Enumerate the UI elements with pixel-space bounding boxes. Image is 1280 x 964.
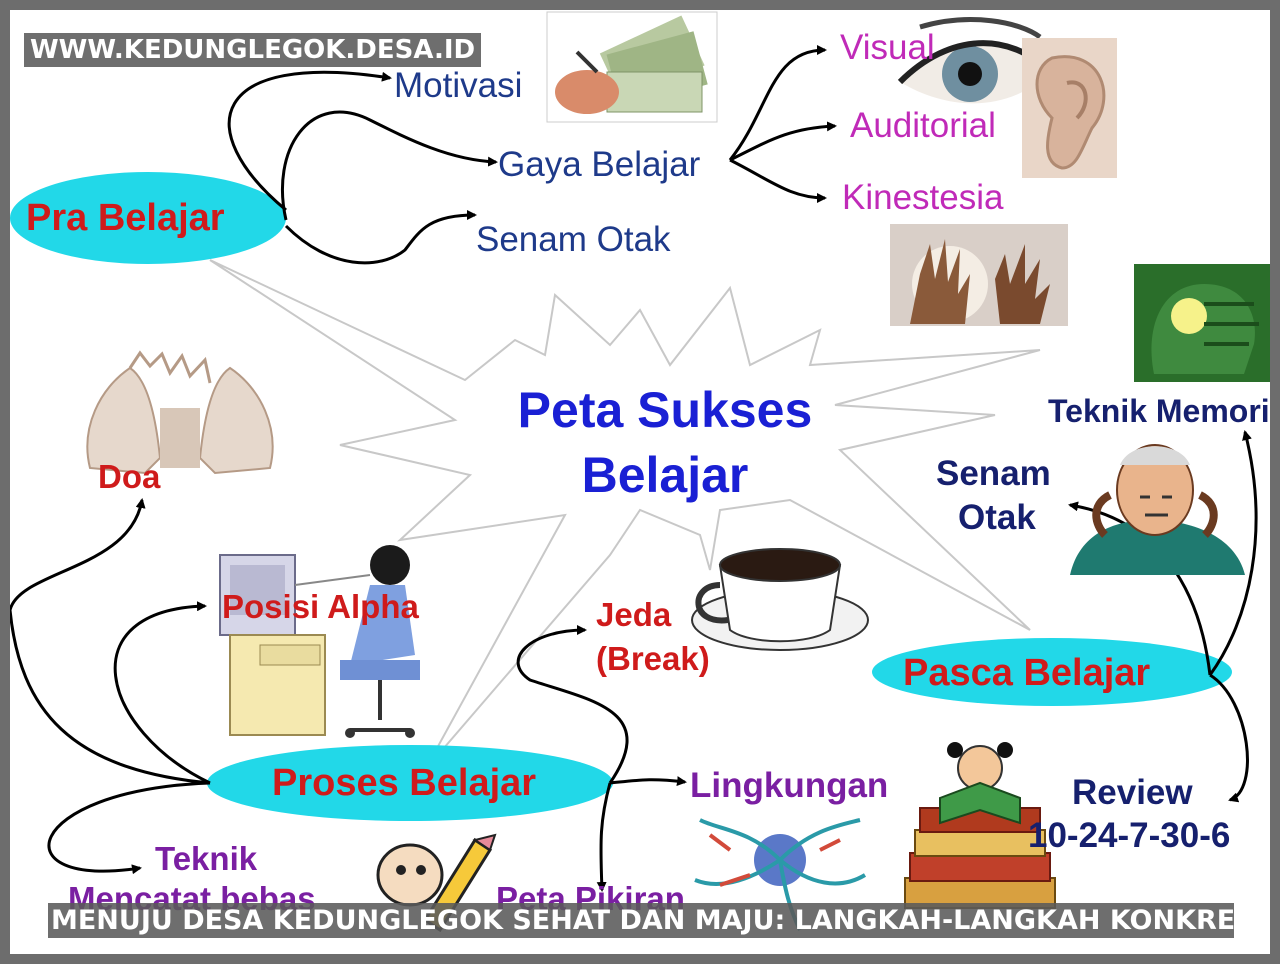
senam-otak-label: Senam Otak: [476, 220, 671, 259]
gaya-belajar-label: Gaya Belajar: [498, 145, 701, 184]
jeda-label-line1: Jeda: [596, 596, 672, 633]
lingkungan-label: Lingkungan: [690, 766, 889, 805]
mind-map-icon: [694, 818, 867, 931]
brain-head-icon: [1134, 264, 1270, 382]
jeda-label-line2: (Break): [596, 640, 710, 677]
center-title-line2: Belajar: [581, 447, 749, 503]
review-label-line2: 10-24-7-30-6: [1028, 816, 1231, 855]
pra-belajar-ellipse: [10, 172, 286, 264]
teknik-memori-label: Teknik Memori: [1048, 393, 1270, 429]
auditorial-label: Auditorial: [850, 106, 996, 145]
pra-belajar-label: Pra Belajar: [26, 197, 225, 239]
hands-light-icon: [890, 224, 1068, 326]
thinking-man-icon: [1070, 444, 1245, 575]
coffee-cup-icon: [691, 548, 869, 651]
pasca-belajar-ellipse: [872, 638, 1232, 706]
center-title-line1: Peta Sukses: [517, 382, 813, 438]
computer-user-icon: [219, 545, 420, 738]
proses-belajar-ellipse: [207, 745, 613, 821]
review-label-line1: Review: [1072, 773, 1193, 812]
motivasi-label: Motivasi: [394, 66, 523, 105]
mind-map-graphics: [10, 11, 1270, 933]
eye-icon: [897, 17, 1053, 104]
proses-belajar-label: Proses Belajar: [272, 762, 537, 804]
doa-label: Doa: [98, 458, 161, 495]
kinestesia-label: Kinestesia: [842, 178, 1004, 217]
pra-belajar-arrows: [227, 45, 837, 265]
proses-belajar-arrows: [10, 498, 687, 892]
money-hand-icon: [546, 11, 718, 123]
senam-otak-pasca-line1: Senam: [936, 454, 1051, 493]
senam-otak-pasca-line2: Otak: [958, 498, 1036, 537]
watermark-banner: WWW.KEDUNGLEGOK.DESA.ID: [24, 33, 482, 67]
ear-icon: [1022, 38, 1117, 178]
caption-banner: MENUJU DESA KEDUNGLEGOK SEHAT DAN MAJU: …: [48, 903, 1234, 938]
posisi-alpha-label: Posisi Alpha: [222, 588, 419, 625]
teknik-label-line1: Teknik: [155, 840, 258, 877]
starburst-shape: [209, 259, 1041, 771]
visual-label: Visual: [840, 28, 935, 67]
mind-map-canvas: Pra Belajar Motivasi Gaya Belajar Senam …: [10, 10, 1270, 954]
pasca-belajar-label: Pasca Belajar: [903, 652, 1151, 694]
praying-hands-icon: [86, 350, 274, 475]
